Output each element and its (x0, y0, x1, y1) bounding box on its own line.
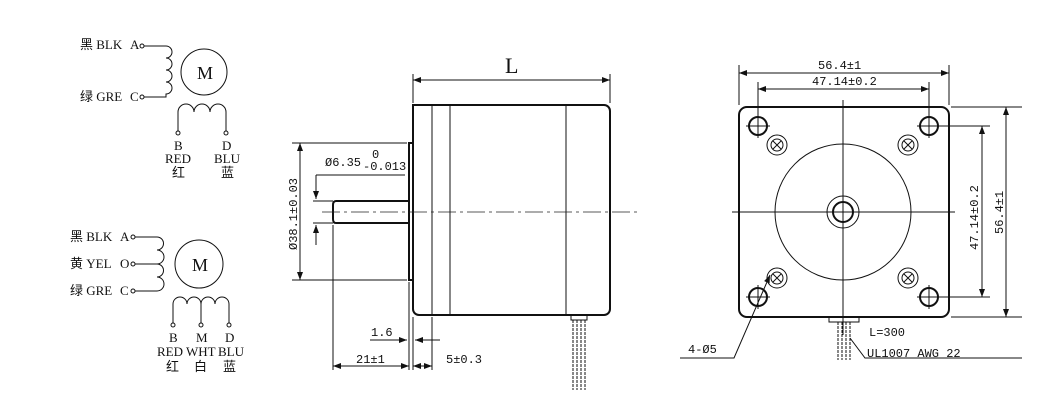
side-view: L Ø38.1±0.03 Ø6.35 0 -0.013 1.6 21±1 5±0… (287, 53, 640, 390)
color-d-en: BLU (218, 344, 245, 359)
dim-outer-width: 56.4±1 (818, 59, 861, 73)
coil-aoc (135, 236, 165, 292)
color-b-cn: 红 (172, 165, 185, 180)
color-d-cn: 蓝 (221, 165, 234, 180)
pin-b: B (174, 138, 183, 153)
coil-ac (144, 45, 173, 98)
screws (766, 134, 919, 289)
wiring-diagram-4-lead: 黑 BLK A 绿 GRE C M B D RED BLU 红 蓝 (80, 37, 241, 180)
pin-c: C (120, 283, 129, 298)
motor-symbol (180, 48, 228, 96)
pin-c: C (130, 89, 139, 104)
dim-shaft-diameter: Ø6.35 (325, 156, 361, 170)
dim-flange-thickness: 5±0.3 (446, 353, 482, 367)
pin-a: A (120, 229, 130, 244)
mounting-holes (746, 114, 941, 309)
motor-symbol (174, 239, 224, 289)
color-d-en: BLU (214, 151, 241, 166)
dim-mounting-holes: 4-Ø5 (688, 343, 717, 357)
pin-b: B (169, 330, 178, 345)
pin-d: D (222, 138, 231, 153)
pilot-boss (408, 142, 414, 281)
dim-shaft-length: 21±1 (356, 353, 385, 367)
wire-label-a: 黑 BLK (70, 229, 113, 244)
shaft-tolerance-upper: 0 (372, 148, 379, 162)
wire-label-a: 黑 BLK (80, 37, 123, 52)
motor-body (412, 104, 611, 316)
terminal (139, 94, 145, 100)
shaft-tolerance-lower: -0.013 (363, 160, 406, 174)
motor-label: M (192, 255, 208, 275)
dim-length: L (505, 53, 518, 78)
front-view: 56.4±1 47.14±0.2 47.14±0.2 56.4±1 4-Ø5 L… (680, 59, 1022, 361)
lead-wires (570, 314, 588, 390)
terminal (139, 43, 145, 49)
dim-hole-spacing-horizontal: 47.14±0.2 (812, 75, 877, 89)
wire-label-c: 绿 GRE (80, 89, 122, 104)
lead-length: L=300 (869, 326, 905, 340)
motor-label: M (197, 63, 213, 83)
color-b-en: RED (165, 151, 191, 166)
color-b-cn: 红 (166, 359, 179, 374)
wire-label-o: 黄 YEL (70, 256, 112, 271)
coil-bmd (172, 296, 230, 323)
dim-outer-height: 56.4±1 (993, 191, 1007, 234)
dim-pilot-diameter: Ø38.1±0.03 (287, 178, 301, 250)
color-d-cn: 蓝 (223, 359, 236, 374)
pin-d: D (225, 330, 234, 345)
coil-bd (177, 103, 227, 131)
color-m-cn: 白 (194, 359, 207, 374)
pin-o: O (120, 256, 129, 271)
wire-spec: UL1007 AWG 22 (867, 347, 961, 361)
color-b-en: RED (157, 344, 183, 359)
terminal (175, 130, 181, 136)
terminal (223, 130, 229, 136)
dim-pilot-thickness: 1.6 (371, 326, 393, 340)
color-m-en: WHT (186, 344, 216, 359)
dim-hole-spacing-vertical: 47.14±0.2 (968, 185, 982, 250)
wire-label-c: 绿 GRE (70, 283, 112, 298)
lead-wires (837, 322, 851, 360)
wiring-diagram-6-lead: 黑 BLK A 黄 YEL O 绿 GRE C M B M D RED WHT … (70, 229, 245, 374)
pin-m: M (196, 330, 208, 345)
pin-a: A (130, 37, 140, 52)
